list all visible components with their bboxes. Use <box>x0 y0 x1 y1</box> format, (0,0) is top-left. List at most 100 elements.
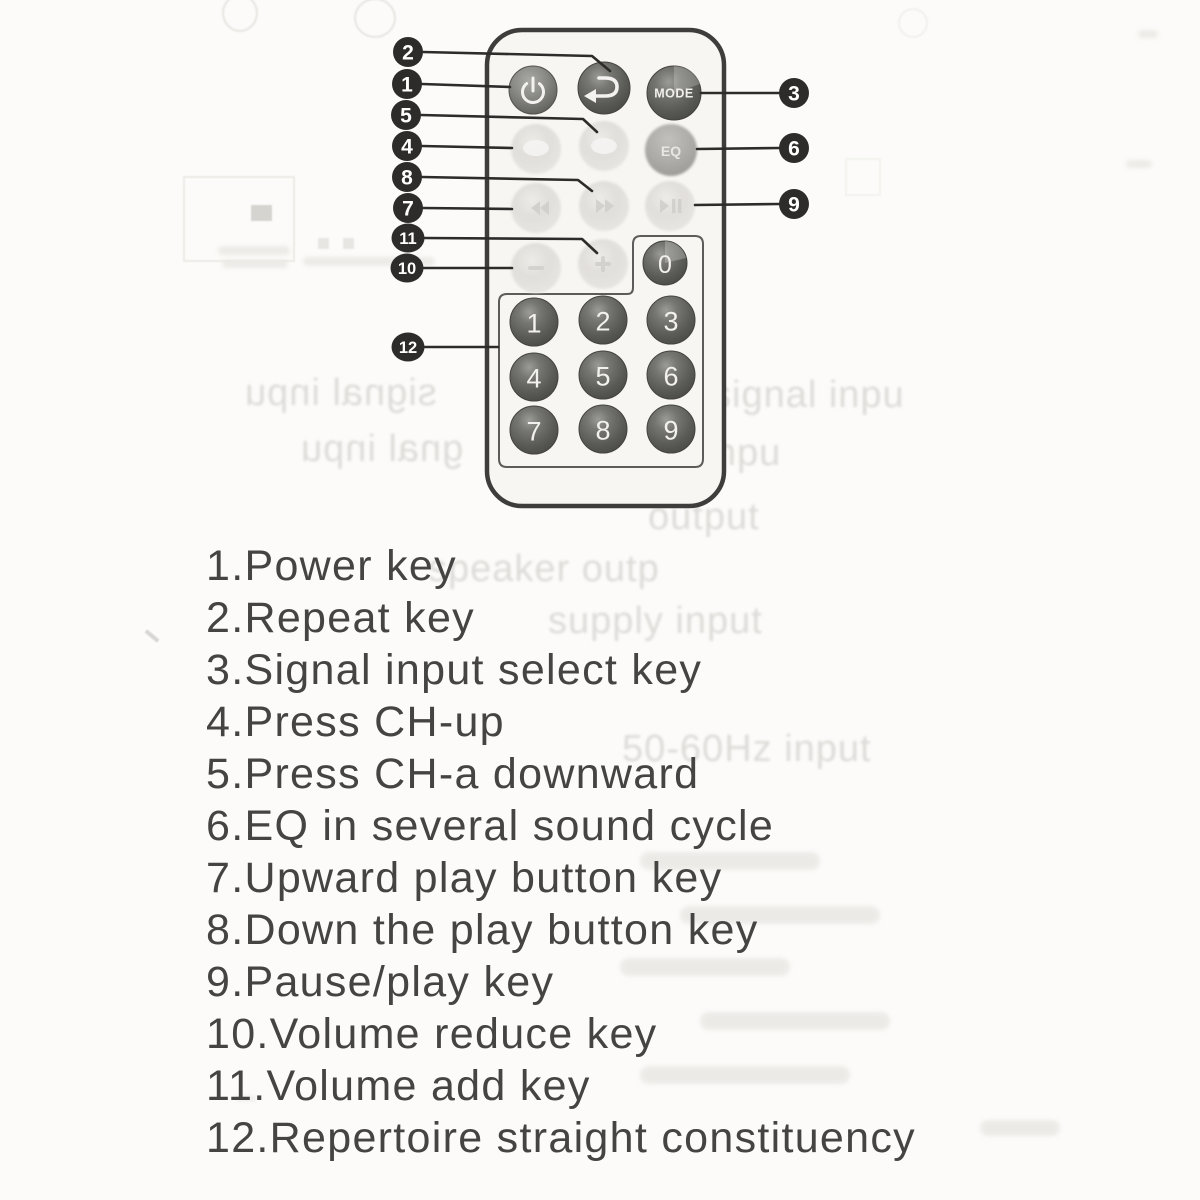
digit-7-button: 7 <box>509 405 559 455</box>
bleed-through-mark <box>318 238 329 249</box>
legend-item-2: 2.Repeat key <box>206 594 475 642</box>
bleed-through-bar <box>640 1066 850 1084</box>
bleed-through-bar <box>700 1012 890 1030</box>
eq-button-label: EQ <box>661 143 681 159</box>
bleed-through-bar <box>236 1096 256 1101</box>
digit-5-label: 5 <box>595 361 610 391</box>
callout-line-7 <box>421 206 514 211</box>
callout-10-label: 10 <box>398 260 416 278</box>
digit-3-label: 3 <box>663 306 678 336</box>
callout-line-4 <box>420 144 514 150</box>
repeat-button <box>577 61 631 115</box>
mode-button-label: MODE <box>654 86 694 100</box>
callout-2-label: 2 <box>402 41 414 64</box>
bleed-through-bar <box>303 257 435 266</box>
callout-9: 9 <box>779 189 809 219</box>
bleed-through-bar <box>1126 160 1152 168</box>
play-pause-icon <box>660 199 682 213</box>
volume-minus-icon <box>528 266 544 270</box>
callout-11: 11 <box>391 223 425 253</box>
legend-item-10: 10.Volume reduce key <box>206 1010 658 1058</box>
bleed-through-bar <box>222 260 288 268</box>
previous-track-icon <box>531 201 549 215</box>
bleed-through-bar <box>218 246 290 255</box>
digit-0-button: 0 <box>642 240 688 286</box>
bleed-through-bar <box>620 958 790 976</box>
digit-1-label: 1 <box>526 308 541 338</box>
digit-8-button: 8 <box>578 404 628 454</box>
callout-line-9 <box>693 202 781 207</box>
callout-10: 10 <box>390 253 424 283</box>
volume-reduce-button <box>511 243 561 293</box>
callout-7-label: 7 <box>402 197 414 220</box>
callout-1-label: 1 <box>401 73 413 96</box>
callout-4-label: 4 <box>401 135 413 158</box>
digit-7-label: 7 <box>526 416 541 446</box>
bleed-through-stamp <box>222 0 258 32</box>
ch-down-button <box>579 121 629 171</box>
bleed-through-tick <box>144 629 160 643</box>
digit-4-label: 4 <box>526 363 541 393</box>
legend-item-7: 7.Upward play button key <box>206 854 723 902</box>
legend-item-9: 9.Pause/play key <box>206 958 555 1006</box>
digit-5-button: 5 <box>578 350 628 400</box>
key-legend: 1.Power key 2.Repeat key 3.Signal input … <box>206 540 916 1164</box>
digit-2-button: 2 <box>578 295 628 345</box>
bleed-through-box <box>845 158 881 196</box>
callout-3-label: 3 <box>788 82 800 105</box>
down-play-button <box>579 181 629 231</box>
callout-5-label: 5 <box>400 104 412 127</box>
callout-4: 4 <box>392 131 422 161</box>
power-button <box>508 65 558 115</box>
legend-item-6: 6.EQ in several sound cycle <box>206 802 775 850</box>
bleed-through-bar <box>980 1120 1060 1136</box>
legend-item-4: 4.Press CH-up <box>206 698 505 746</box>
upward-play-button <box>511 183 561 233</box>
legend-item-12: 12.Repertoire straight constituency <box>206 1114 916 1162</box>
callout-9-label: 9 <box>788 193 800 216</box>
digit-4-button: 4 <box>509 352 559 402</box>
callout-lines <box>419 50 781 349</box>
bleed-through-mark <box>251 205 272 221</box>
eq-button: EQ <box>645 124 697 176</box>
legend-item-11: 11.Volume add key <box>206 1062 591 1110</box>
digit-6-label: 6 <box>663 361 678 391</box>
remote-illustration: MODE EQ <box>390 27 809 509</box>
callout-11-label: 11 <box>399 230 416 248</box>
callout-3: 3 <box>779 78 809 108</box>
bleed-through-stamp <box>354 0 396 38</box>
repeat-icon <box>584 76 619 103</box>
bleed-through-mark <box>343 238 354 249</box>
callout-line-6 <box>695 146 781 151</box>
legend-item-5: 5.Press CH-a downward <box>206 750 700 798</box>
callout-line-11 <box>422 236 599 255</box>
digit-1-button: 1 <box>509 297 559 347</box>
next-track-icon <box>596 199 614 213</box>
callout-badges: 2 1 5 4 8 7 11 10 12 3 6 9 <box>390 37 809 362</box>
digit-9-button: 9 <box>646 404 696 454</box>
digit-3-button: 3 <box>646 295 696 345</box>
legend-item-1: 1.Power key <box>206 542 457 590</box>
callout-6: 6 <box>779 133 809 163</box>
callout-8-label: 8 <box>401 166 413 189</box>
callout-line-5 <box>419 113 599 134</box>
callout-12: 12 <box>391 332 425 362</box>
volume-plus-icon <box>595 256 611 272</box>
callout-5: 5 <box>391 100 421 130</box>
keypad-outline <box>498 235 704 468</box>
callout-1: 1 <box>392 69 422 99</box>
bleed-through-bar <box>1138 30 1158 38</box>
digit-6-button: 6 <box>646 350 696 400</box>
pause-play-button <box>645 181 695 231</box>
bleed-through-stamp <box>898 8 928 38</box>
digit-0-label: 0 <box>658 251 672 279</box>
volume-add-button <box>578 239 628 289</box>
digit-8-label: 8 <box>595 415 610 445</box>
mode-button: MODE <box>646 65 702 121</box>
callout-8: 8 <box>392 162 422 192</box>
ch-up-button <box>511 124 561 174</box>
bleed-through-bar <box>640 852 820 870</box>
digit-9-label: 9 <box>663 415 678 445</box>
callout-6-label: 6 <box>788 137 800 160</box>
